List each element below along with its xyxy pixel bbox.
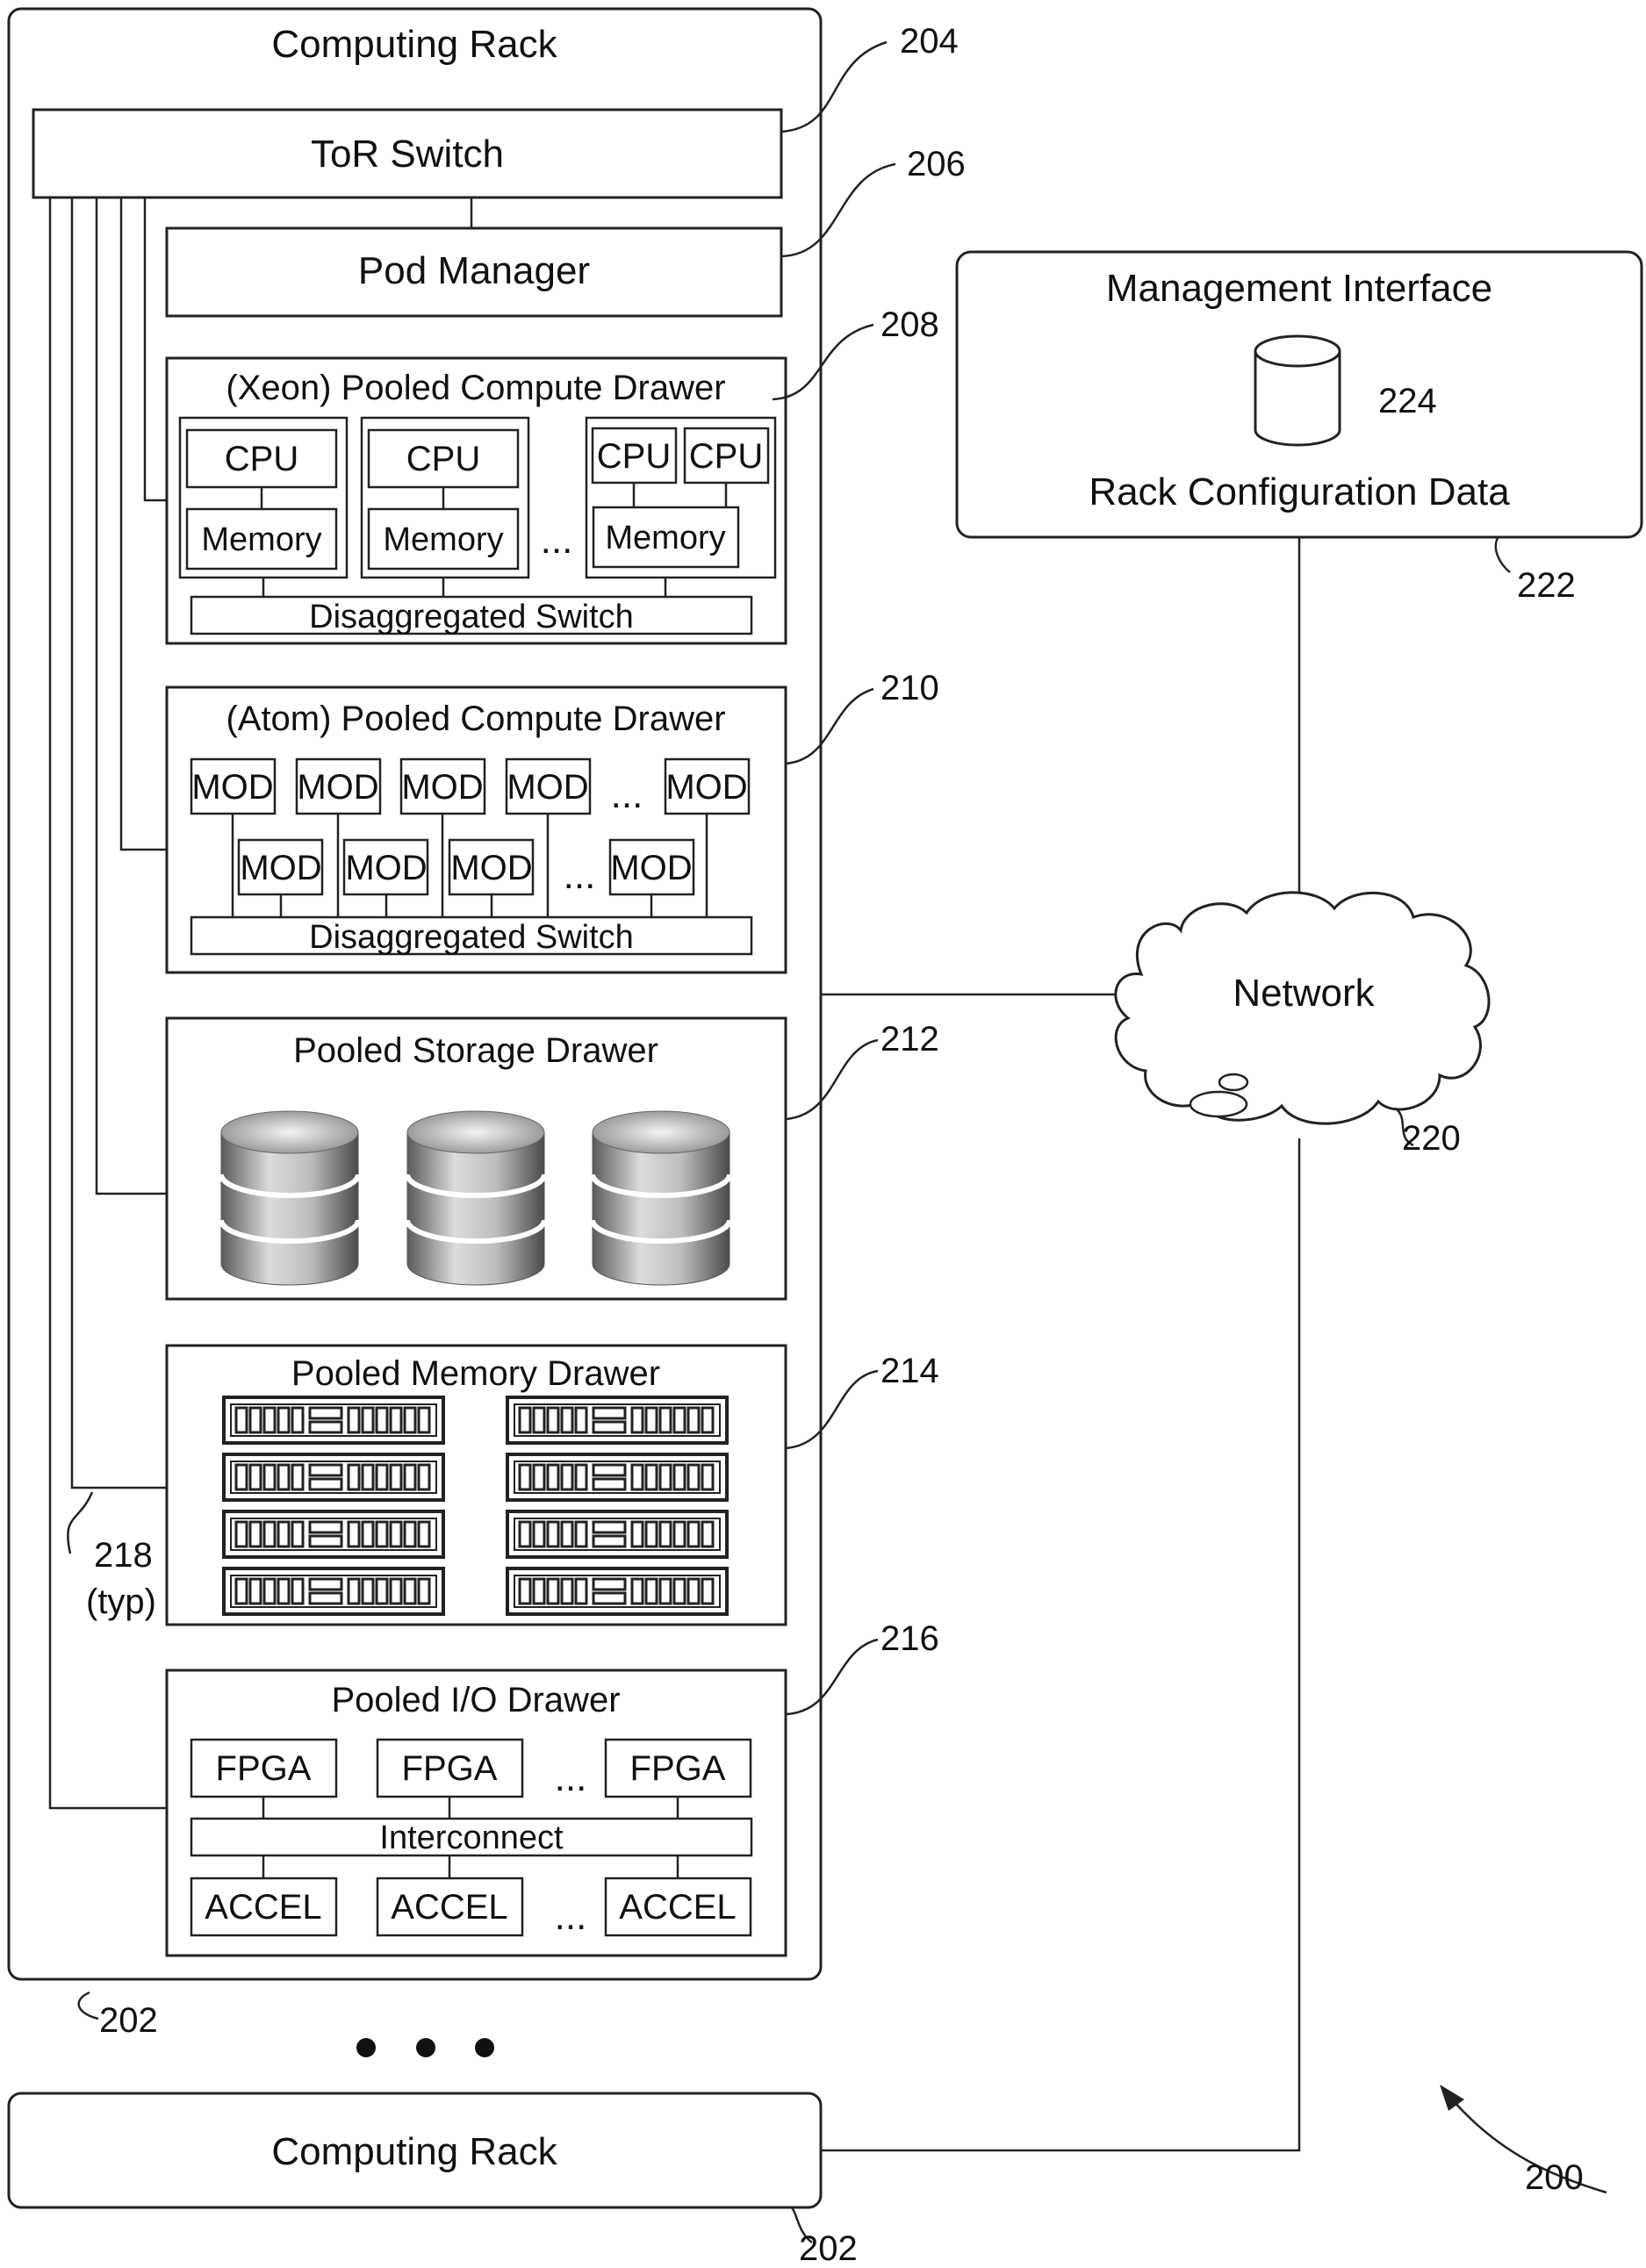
accel-label: ACCEL: [205, 1888, 321, 1927]
mod-label: MOD: [401, 768, 483, 807]
management-interface-title: Management Interface: [1106, 267, 1492, 310]
ref-204: 204: [900, 22, 959, 61]
io-drawer-title: Pooled I/O Drawer: [331, 1681, 620, 1719]
mod-label: MOD: [450, 849, 532, 887]
atom-drawer-title: (Atom) Pooled Compute Drawer: [226, 700, 725, 738]
memory-module-icon: [507, 1568, 727, 1614]
ref-208: 208: [881, 305, 939, 344]
ref-206: 206: [907, 145, 966, 183]
memory-drawer-title: Pooled Memory Drawer: [291, 1354, 660, 1393]
mod-label: MOD: [240, 849, 321, 887]
fpga-label: FPGA: [630, 1749, 726, 1788]
fpga-label: FPGA: [402, 1749, 498, 1788]
mod-label: MOD: [297, 768, 378, 807]
memory-module-icon: [224, 1397, 443, 1443]
accel-label: ACCEL: [619, 1888, 736, 1927]
mod-label: MOD: [507, 768, 588, 807]
xeon-drawer-title: (Xeon) Pooled Compute Drawer: [226, 369, 725, 407]
ref-218-typ: (typ): [86, 1583, 156, 1621]
interconnect-label: Interconnect: [379, 1819, 564, 1856]
database-disk-icon: [221, 1111, 358, 1285]
database-cylinder-icon: [1255, 336, 1340, 445]
ref-210: 210: [881, 669, 939, 707]
accel-label: ACCEL: [391, 1888, 507, 1927]
memory-module-icon: [507, 1511, 727, 1557]
mod-label: MOD: [610, 849, 692, 887]
tor-switch-label: ToR Switch: [311, 133, 504, 176]
ellipsis: ...: [541, 519, 573, 562]
memory-label: Memory: [201, 521, 321, 558]
memory-module-icon: [224, 1454, 443, 1500]
ellipsis: ...: [611, 773, 643, 816]
disaggregated-switch-label: Disaggregated Switch: [309, 919, 634, 956]
rack-configuration-data-label: Rack Configuration Data: [1089, 470, 1510, 513]
memory-label: Memory: [383, 521, 503, 558]
ref-212: 212: [881, 1020, 939, 1059]
more-racks-separator: [356, 2038, 494, 2057]
ref-202: 202: [99, 2001, 158, 2040]
memory-label: Memory: [605, 520, 725, 556]
mod-row-bottom: MOD MOD MOD ... MOD: [239, 840, 694, 897]
pod-manager-label: Pod Manager: [358, 249, 590, 292]
cpu-label: CPU: [689, 437, 763, 476]
ref-222: 222: [1517, 566, 1576, 605]
memory-module-icon: [224, 1511, 443, 1557]
ref-218: 218: [94, 1536, 153, 1575]
network-label: Network: [1233, 972, 1375, 1015]
disaggregated-switch-label: Disaggregated Switch: [309, 599, 634, 635]
network-links: [821, 537, 1299, 2150]
ellipsis: ...: [555, 1895, 587, 1938]
arrowhead-icon: [1440, 2085, 1464, 2111]
computing-rack-title: Computing Rack: [271, 2130, 557, 2173]
cpu-label: CPU: [225, 440, 298, 478]
database-disk-icon: [407, 1111, 544, 1285]
mod-label: MOD: [191, 768, 273, 807]
database-disk-icon: [593, 1111, 730, 1285]
ref-200: 200: [1525, 2158, 1584, 2197]
ref-224: 224: [1378, 382, 1437, 420]
cpu-label: CPU: [597, 437, 671, 476]
fpga-label: FPGA: [216, 1749, 312, 1788]
mod-row-top: MOD MOD MOD MOD ... MOD: [191, 759, 749, 816]
ellipsis: ...: [555, 1756, 587, 1799]
ref-214: 214: [881, 1352, 939, 1390]
memory-module-icon: [224, 1568, 443, 1614]
storage-drawer-title: Pooled Storage Drawer: [293, 1031, 658, 1070]
mod-label: MOD: [345, 849, 427, 887]
cpu-label: CPU: [406, 440, 480, 478]
computing-rack-title: Computing Rack: [271, 23, 557, 66]
memory-module-icon: [507, 1454, 727, 1500]
mod-label: MOD: [665, 768, 747, 807]
ref-220: 220: [1402, 1119, 1461, 1158]
ref-202: 202: [799, 2229, 858, 2268]
memory-module-icon: [507, 1397, 727, 1443]
ellipsis: ...: [564, 854, 596, 897]
ref-216: 216: [881, 1619, 939, 1658]
